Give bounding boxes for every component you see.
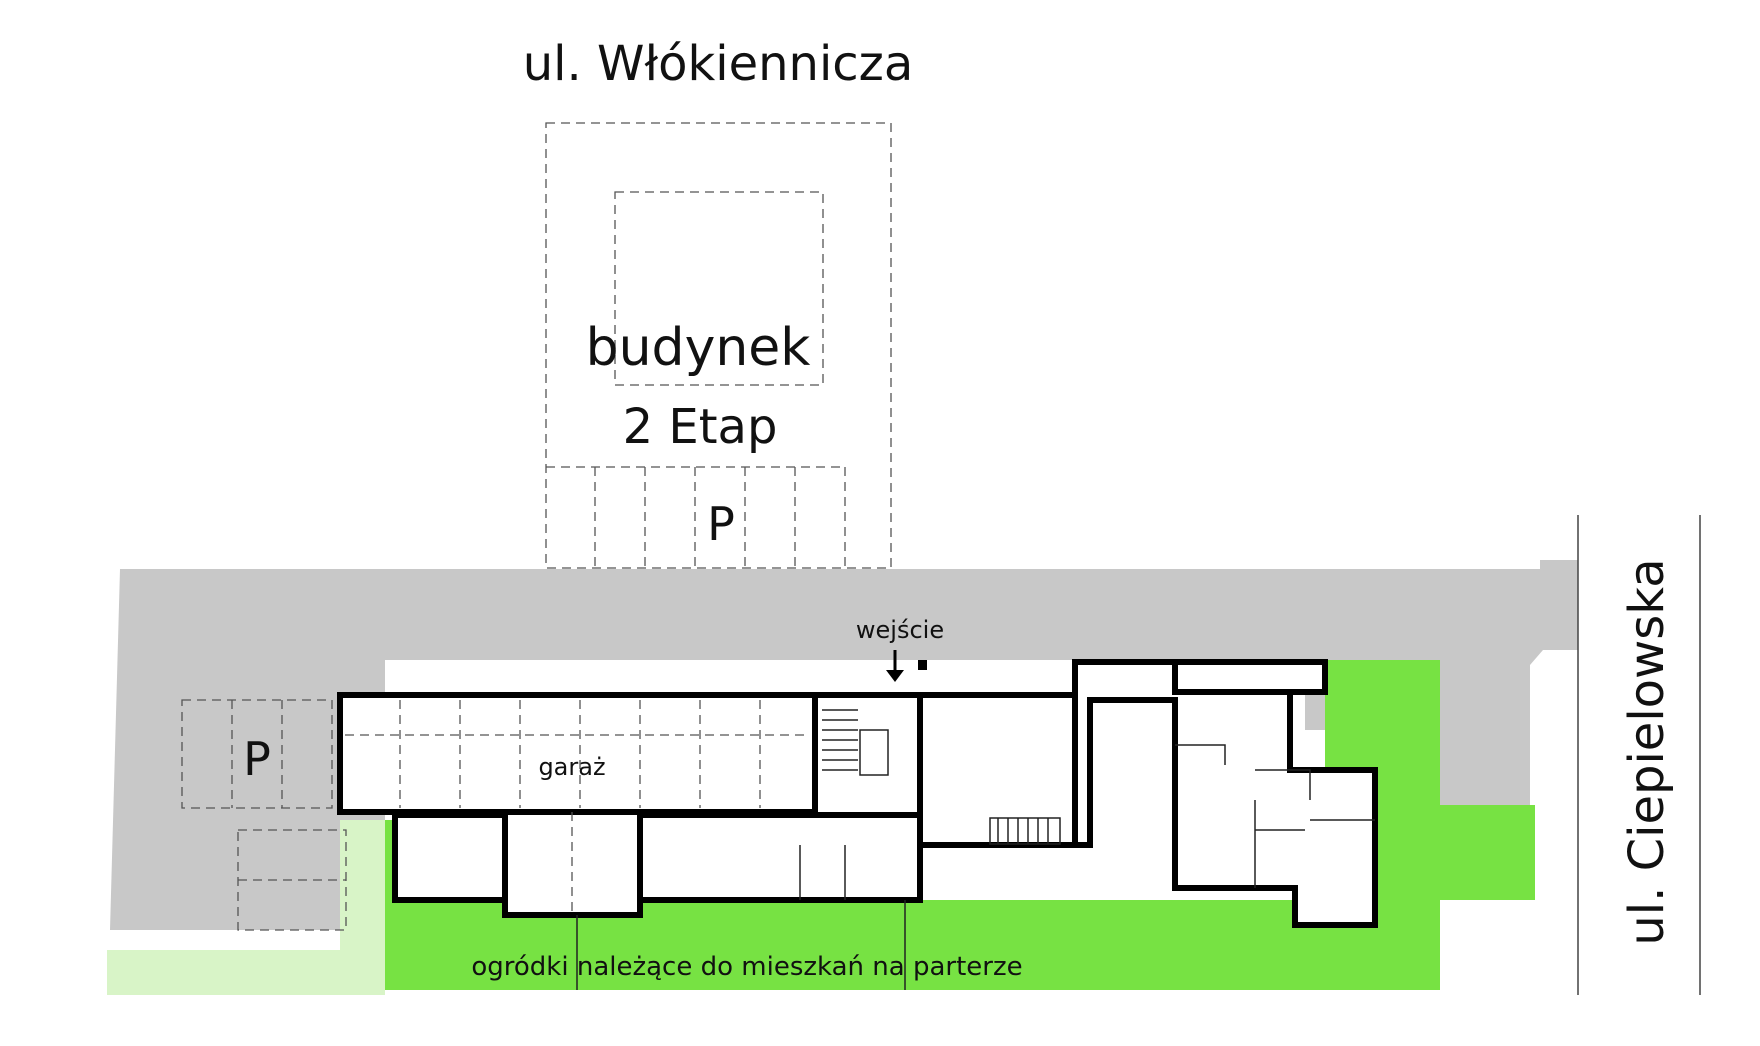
garden-light-area	[107, 820, 385, 995]
stair-landing	[859, 729, 889, 776]
street-north-label: ul. Włókiennicza	[523, 36, 914, 92]
east-room-top	[1172, 659, 1328, 695]
lower-wing-left	[392, 812, 508, 903]
building-label-line1: budynek	[586, 318, 811, 378]
building-label-line2: 2 Etap	[623, 399, 778, 455]
entrance-arrow-head	[886, 670, 904, 682]
east-partition	[1175, 744, 1226, 765]
entrance-label: wejście	[856, 616, 944, 644]
paved-area	[110, 562, 1577, 930]
stage2-building-outline	[545, 122, 892, 569]
west-parking-outline	[181, 699, 333, 809]
middle-block	[917, 692, 1093, 848]
stage2-inner-outline	[614, 191, 824, 386]
stair-core	[812, 692, 923, 818]
gardens-label: ogródki należące do mieszkań na parterze	[471, 952, 1022, 982]
east-partition	[1255, 769, 1311, 800]
street-east-label: ul. Ciepielowska	[1619, 558, 1675, 945]
garage-label: garaż	[538, 753, 605, 781]
lower-wing-right	[637, 812, 923, 903]
garage-stalls	[345, 700, 810, 808]
garden-area-main	[385, 660, 1535, 990]
paved-strip-east	[1540, 560, 1578, 650]
entrance-post	[918, 660, 927, 670]
stair-steps	[822, 709, 858, 771]
middle-steps	[989, 817, 1061, 845]
parking-west-label: P	[243, 732, 271, 786]
parking-north-label: P	[707, 497, 735, 551]
